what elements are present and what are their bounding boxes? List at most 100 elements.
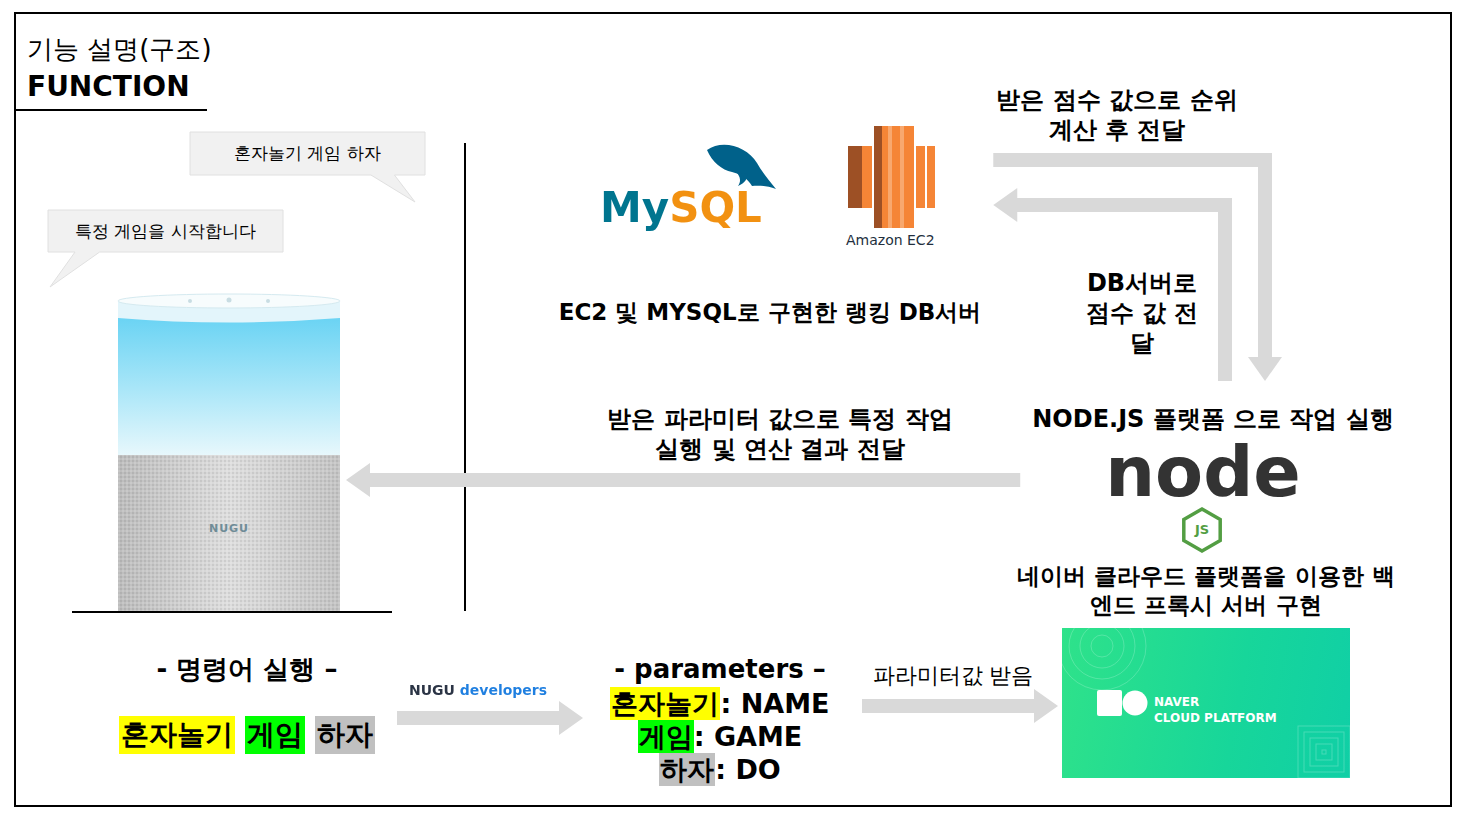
parameter-word: 하자 bbox=[660, 753, 714, 786]
group-heading: - parameters – bbox=[614, 653, 826, 685]
parameter-group: - parameters –혼자놀기: NAME 게임: GAME하자: DO bbox=[585, 650, 860, 788]
arrow-head bbox=[993, 188, 1017, 222]
brand-mark: NUGU bbox=[209, 522, 249, 536]
highlight-word: 게임 bbox=[245, 716, 305, 754]
bubble-text: 특정 게임을 시작합니다 bbox=[75, 219, 256, 243]
logo-square bbox=[1097, 690, 1122, 716]
text-slot: 네이버 클라우드 플랫폼을 이용한 백 엔드 프록시 서버 구현 bbox=[1006, 562, 1406, 620]
text-slot: Amazon EC2 bbox=[846, 231, 935, 249]
text-slot: 게임 bbox=[247, 716, 303, 754]
text-slot: NUGU bbox=[0, 522, 529, 536]
platform-heading: 네이버 클라우드 플랫폼을 이용한 백 엔드 프록시 서버 구현 bbox=[1006, 562, 1406, 620]
bubble-shape bbox=[190, 132, 425, 202]
cloud-logo-art bbox=[1062, 628, 1350, 778]
text-slot: 혼자놀기 bbox=[121, 716, 233, 754]
arrow-shaft bbox=[369, 473, 1020, 487]
icon-block bbox=[874, 126, 914, 228]
text-slot: : GAME bbox=[694, 720, 803, 753]
group-heading: - 명령어 실행 – bbox=[157, 653, 338, 685]
text-slot: EC2 및 MYSQL로 구현한 랭킹 DB서버 bbox=[470, 297, 1070, 327]
edge-label: DB서버로 점수 값 전달 bbox=[1082, 268, 1202, 358]
parameter-value: : DO bbox=[715, 753, 781, 786]
flow-arrow bbox=[346, 463, 1020, 497]
text-slot: 받은 점수 값으로 순위 계산 후 전달 bbox=[982, 85, 1252, 145]
database-logo bbox=[707, 145, 776, 189]
arrow-shaft bbox=[1016, 205, 1225, 381]
flow-arrow bbox=[397, 701, 583, 735]
bubble-text: 혼자놀기 게임 하자 bbox=[234, 141, 381, 165]
parameter-value: : NAME bbox=[720, 687, 829, 720]
pattern-square bbox=[1310, 738, 1338, 766]
text-slot: NAVER bbox=[1154, 692, 1199, 710]
cloud-platform: 네이버 클라우드 플랫폼을 이용한 백 엔드 프록시 서버 구현NAVERCLO… bbox=[1062, 628, 1350, 778]
command-word: 혼자놀기 bbox=[121, 716, 233, 754]
speech-bubble: 혼자놀기 게임 하자 bbox=[190, 132, 425, 175]
text-slot: CLOUD PLATFORM bbox=[1154, 708, 1277, 726]
edge-label: 받은 점수 값으로 순위 계산 후 전달 bbox=[982, 85, 1252, 145]
pattern-ring bbox=[1062, 628, 1146, 690]
pattern-square bbox=[1298, 726, 1350, 778]
icon-block bbox=[927, 146, 935, 208]
text-slot: : NAME bbox=[720, 687, 829, 720]
text-slot: MySQL bbox=[600, 184, 762, 232]
speech-bubble: 특정 게임을 시작합니다 bbox=[48, 210, 283, 252]
logo-circle bbox=[1123, 691, 1148, 716]
parameter-key: 게임: GAME bbox=[638, 720, 694, 753]
speaker-light bbox=[118, 305, 340, 457]
parameter-word: 혼자놀기 bbox=[611, 687, 719, 720]
text-slot: 특정 게임을 시작합니다 bbox=[0, 219, 466, 243]
pattern-ring bbox=[1091, 635, 1113, 657]
db-server: MySQL Amazon EC2EC2 및 MYSQL로 구현한 랭킹 DB서버 bbox=[551, 115, 990, 335]
flow-arrow bbox=[862, 689, 1058, 723]
highlight-word: 하자 bbox=[315, 716, 375, 754]
speaker-illustration bbox=[118, 294, 340, 611]
icon-block bbox=[848, 146, 862, 208]
ec2-icon bbox=[848, 126, 935, 228]
outer-frame bbox=[15, 13, 1451, 806]
arrow-shaft bbox=[862, 699, 1035, 713]
speaker-button bbox=[227, 298, 232, 303]
server-caption: EC2 및 MYSQL로 구현한 랭킹 DB서버 bbox=[559, 297, 982, 327]
text-slot: DB서버로 점수 값 전달 bbox=[1082, 268, 1202, 358]
hexagon-mark bbox=[1184, 509, 1220, 551]
command-word: 게임 bbox=[247, 716, 303, 754]
dolphin-mark bbox=[707, 145, 776, 189]
speaker-weave bbox=[118, 455, 340, 611]
logo-wordmark: CLOUD PLATFORM bbox=[1154, 711, 1277, 726]
arrow-shaft bbox=[397, 711, 560, 725]
edge-label: 파라미터값 받음 bbox=[873, 662, 1034, 690]
text-slot: node bbox=[903, 436, 1463, 508]
text-slot: 하자 bbox=[317, 716, 373, 754]
logo-wordmark: MySQL bbox=[600, 184, 762, 232]
logo-wordmark: node bbox=[1105, 436, 1301, 508]
text-slot: JS bbox=[902, 522, 1463, 538]
arrow-head bbox=[559, 701, 583, 735]
text-slot: 혼자놀기 게임 하자 bbox=[8, 141, 608, 165]
speaker-top bbox=[118, 294, 340, 308]
pattern-ring bbox=[1080, 628, 1124, 668]
logo-wordmark: NAVER bbox=[1154, 695, 1199, 710]
edge-label: NUGU developers bbox=[409, 681, 547, 699]
title-underline bbox=[16, 109, 207, 111]
parameter-key: 하자: DO bbox=[659, 753, 715, 786]
text-slot: 기능 설명(구조) bbox=[27, 33, 212, 65]
icon-block bbox=[862, 146, 872, 208]
flow-arrow bbox=[993, 188, 1225, 381]
highlight-word: 혼자놀기 bbox=[119, 716, 235, 754]
text-slot: 게임 bbox=[639, 720, 693, 753]
text-slot: 하자 bbox=[660, 753, 714, 786]
pattern-square bbox=[1322, 750, 1326, 754]
pattern-square bbox=[1304, 732, 1344, 772]
arrow-head bbox=[346, 463, 370, 497]
text-slot: NODE.JS 플랫폼 으로 작업 실행 bbox=[913, 404, 1463, 434]
command-word: 하자 bbox=[317, 716, 373, 754]
icon-block bbox=[874, 126, 882, 228]
edge-label: 받은 파라미터 값으로 특정 작업 실행 및 연산 결과 전달 bbox=[595, 404, 965, 464]
page-subtitle: FUNCTION bbox=[27, 70, 190, 104]
speaker-fabric bbox=[118, 455, 340, 611]
base-line bbox=[72, 611, 392, 613]
icon-block bbox=[916, 146, 925, 208]
icon-label: Amazon EC2 bbox=[846, 232, 935, 249]
flow-arrow bbox=[993, 160, 1282, 381]
pattern-ring bbox=[1069, 628, 1135, 679]
